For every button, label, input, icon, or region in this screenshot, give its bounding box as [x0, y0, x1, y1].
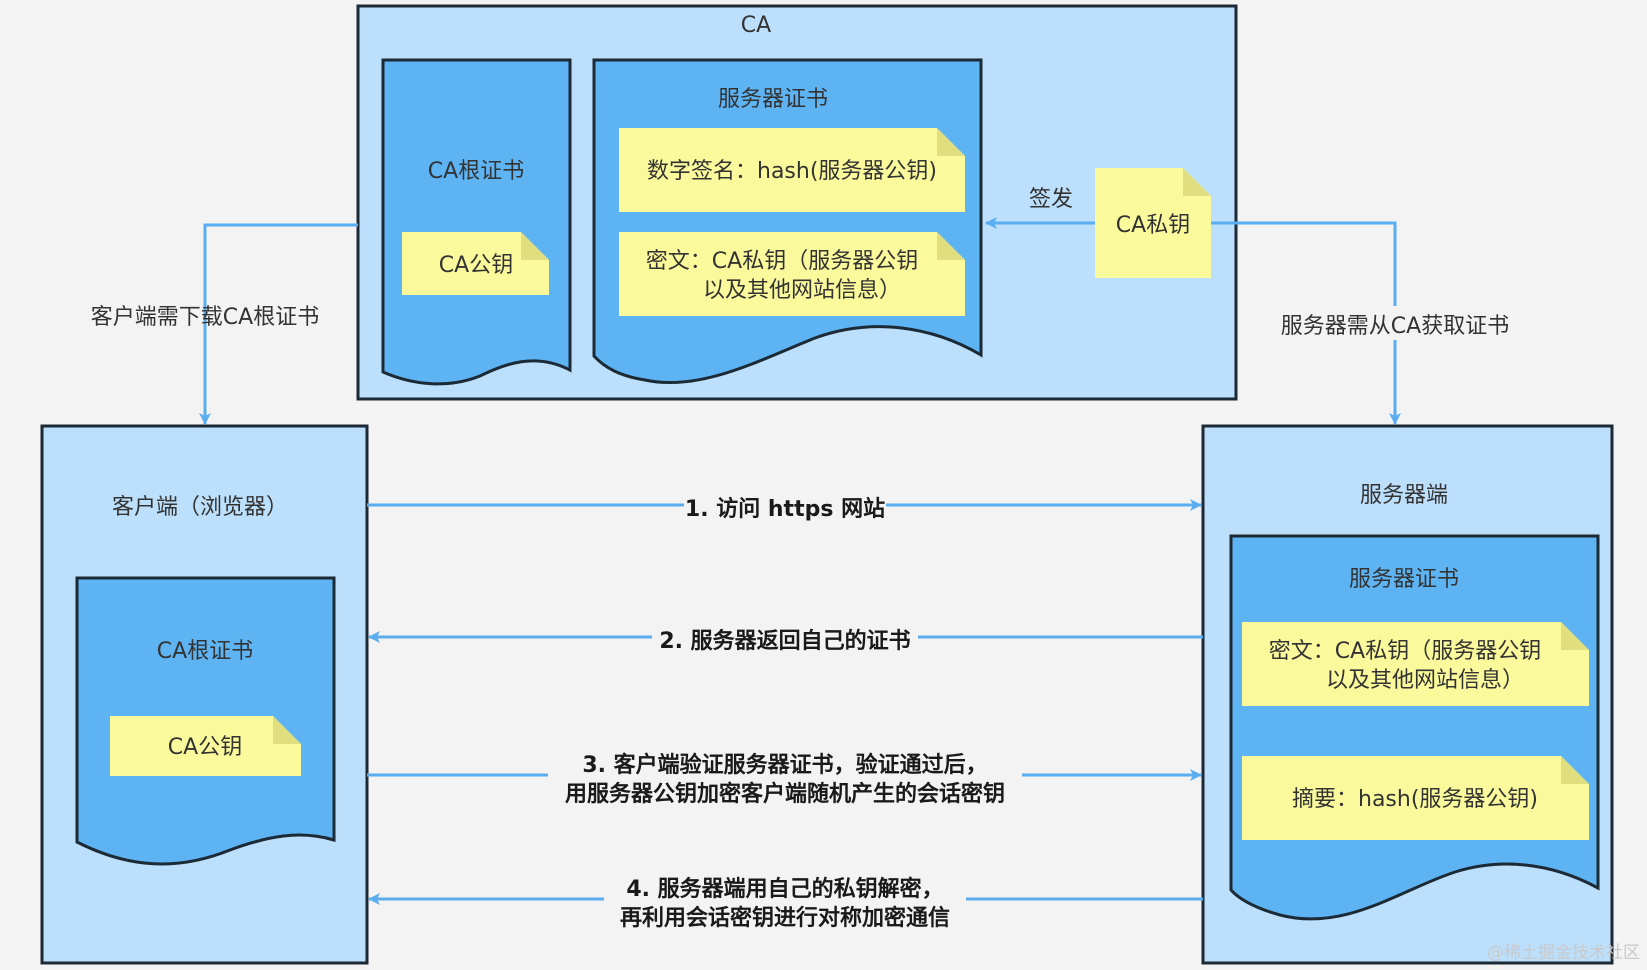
note-fold-icon [937, 232, 965, 260]
ciphertext-note [619, 232, 965, 316]
ciphertext-line1: 密文：CA私钥（服务器公钥 [646, 249, 918, 274]
ciphertext-line2: 以及其他网站信息） [703, 278, 901, 303]
ca-public-key-note [402, 232, 549, 295]
step3-label-bg [548, 747, 1022, 809]
ca-private-key-note [1095, 168, 1211, 278]
server-cert-document [1229, 534, 1600, 921]
ca-panel-title: CA [741, 13, 771, 38]
step2-label: 2. 服务器返回自己的证书 [659, 628, 910, 654]
note-fold-icon [1561, 756, 1589, 784]
server-ciphertext-line1: 密文：CA私钥（服务器公钥 [1269, 639, 1541, 664]
step3-label-line1: 3. 客户端验证服务器证书，验证通过后， [582, 752, 987, 778]
step4-label-line2: 再利用会话密钥进行对称加密通信 [620, 905, 950, 931]
client-root-cert-title: CA根证书 [157, 639, 253, 664]
step1-label: 1. 访问 https 网站 [685, 496, 885, 522]
step4-label-line1: 4. 服务器端用自己的私钥解密， [626, 876, 943, 902]
step4-label-bg [604, 871, 966, 933]
digital-signature-label: 数字签名：hash(服务器公钥) [647, 159, 937, 184]
server-ciphertext-line2: 以及其他网站信息） [1326, 668, 1524, 693]
server-obtain-label: 服务器需从CA获取证书 [1281, 314, 1509, 339]
server-cert-title: 服务器证书 [1349, 567, 1459, 592]
client-public-key-label: CA公钥 [168, 735, 242, 760]
note-fold-icon [521, 232, 549, 260]
step3-label-line2: 用服务器公钥加密客户端随机产生的会话密钥 [565, 781, 1005, 807]
ca-private-key-label: CA私钥 [1116, 213, 1190, 238]
server-obtain-label-bg [1272, 306, 1518, 340]
note-fold-icon [937, 128, 965, 156]
watermark: @稀土掘金技术社区 [1487, 943, 1640, 963]
step1-label-bg [684, 491, 886, 523]
client-download-connector [199, 223, 358, 425]
ca-root-cert-document [381, 58, 572, 386]
server-digest-note [1242, 756, 1589, 840]
server-obtain-connector [1211, 221, 1401, 425]
server-ciphertext-note [1242, 622, 1589, 706]
client-public-key-note [110, 716, 301, 776]
note-fold-icon [1183, 168, 1211, 196]
note-fold-icon [273, 716, 301, 744]
client-panel-title: 客户端（浏览器） [112, 495, 288, 520]
server-digest-label: 摘要：hash(服务器公钥) [1292, 787, 1538, 812]
sign-label: 签发 [1029, 187, 1073, 212]
digital-signature-note [619, 128, 965, 212]
client-download-label: 客户端需下载CA根证书 [91, 305, 319, 330]
step2-label-bg [652, 623, 918, 655]
ca-public-key-label: CA公钥 [439, 253, 513, 278]
server-panel-title: 服务器端 [1360, 483, 1448, 508]
ca-root-cert-title: CA根证书 [428, 159, 524, 184]
ca-server-cert-title: 服务器证书 [718, 87, 828, 112]
note-fold-icon [1561, 622, 1589, 650]
